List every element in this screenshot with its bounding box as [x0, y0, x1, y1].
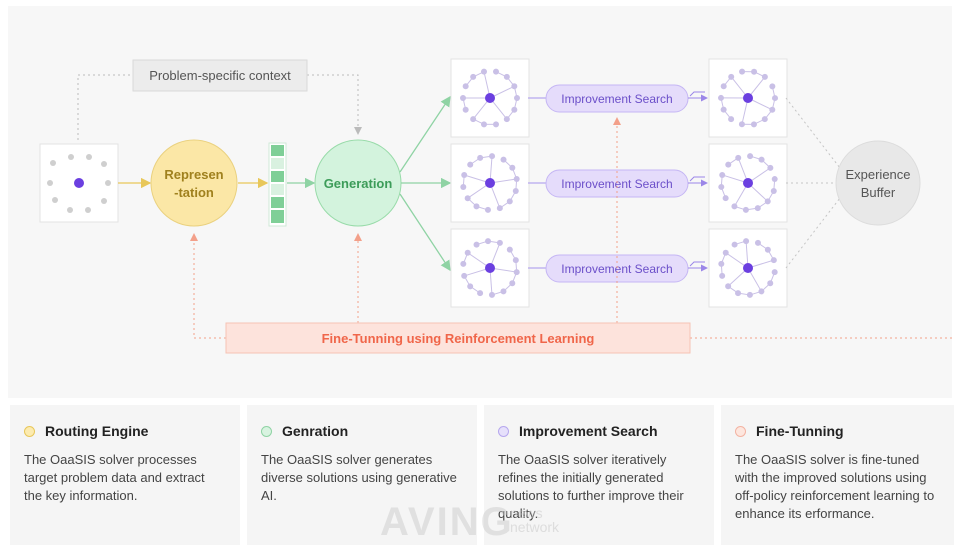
improvement-row-1: Improvement Search	[528, 84, 708, 113]
card-text: The OaaSIS solver generates diverse solu…	[261, 452, 457, 503]
generation-dot	[261, 425, 272, 437]
legend-cards: Routing Engine The OaaSIS solver process…	[10, 405, 954, 545]
solution-graph-panel	[450, 58, 530, 138]
representation-node: Represen -tation	[150, 139, 238, 227]
card-routing-engine: Routing Engine The OaaSIS solver process…	[10, 405, 240, 545]
svg-text:Generation: Generation	[324, 176, 393, 191]
generation-arrows	[399, 95, 452, 272]
card-text: The OaaSIS solver iteratively refines th…	[498, 452, 684, 521]
improvement-label-2: Improvement Search	[561, 177, 672, 191]
finetune-label: Fine-Tunning using Reinforcement Learnin…	[322, 331, 595, 346]
svg-text:-tation: -tation	[174, 185, 214, 200]
embedding-vector	[268, 142, 287, 227]
svg-text:Experience: Experience	[845, 167, 910, 182]
solution-graph-panel	[708, 228, 788, 308]
generation-node: Generation	[314, 139, 402, 227]
routing-engine-dot	[24, 425, 35, 437]
watermark-logo: AVING	[380, 500, 514, 544]
solution-graph-panel	[450, 143, 530, 223]
improvement-row-3: Improvement Search	[528, 254, 708, 283]
card-text: The OaaSIS solver processes target probl…	[24, 452, 205, 503]
workflow-diagram: Problem-specific context Represen -tatio…	[39, 58, 952, 354]
solution-graph-panel	[450, 228, 530, 308]
svg-text:Represen: Represen	[164, 167, 223, 182]
finetune-feedback-lines	[190, 117, 952, 339]
improvement-search-dot	[498, 425, 509, 437]
context-box: Problem-specific context	[132, 59, 308, 92]
card-generation: Genration The OaaSIS solver generates di…	[247, 405, 477, 545]
experience-buffer-node: Experience Buffer	[835, 140, 921, 226]
svg-text:Buffer: Buffer	[861, 185, 896, 200]
card-improvement-search: Improvement Search The OaaSIS solver ite…	[484, 405, 714, 545]
card-title: Routing Engine	[45, 423, 149, 439]
fine-tuning-dot	[735, 425, 746, 437]
card-text: The OaaSIS solver is fine-tuned with the…	[735, 452, 935, 521]
input-node-panel	[39, 143, 119, 223]
card-title: Genration	[282, 423, 349, 439]
card-fine-tuning: Fine-Tunning The OaaSIS solver is fine-t…	[721, 405, 954, 545]
solution-panels	[450, 58, 788, 308]
card-title: Fine-Tunning	[756, 423, 844, 439]
finetune-bar: Fine-Tunning using Reinforcement Learnin…	[225, 322, 691, 354]
buffer-connectors	[785, 97, 841, 269]
improvement-label-3: Improvement Search	[561, 262, 672, 276]
context-label: Problem-specific context	[149, 68, 291, 83]
context-connector	[77, 74, 362, 140]
card-title: Improvement Search	[519, 423, 658, 439]
solution-graph-panel	[708, 58, 788, 138]
solution-graph-panel	[708, 143, 788, 223]
improvement-label-1: Improvement Search	[561, 92, 672, 106]
